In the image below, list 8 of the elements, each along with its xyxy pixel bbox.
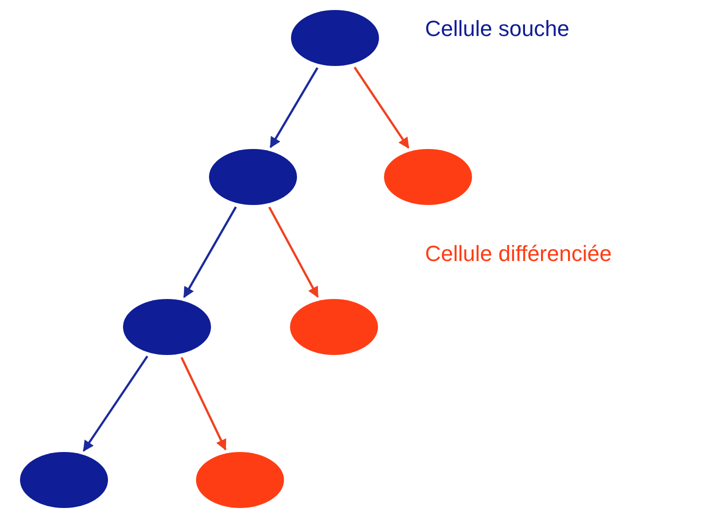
arrow bbox=[354, 66, 410, 149]
arrow bbox=[180, 357, 226, 450]
caption-text: Cellule différenciée bbox=[425, 241, 612, 267]
arrow bbox=[183, 206, 237, 298]
arrow bbox=[82, 356, 148, 452]
arrow bbox=[270, 67, 318, 148]
arrow bbox=[268, 206, 319, 298]
caption-text: Cellule souche bbox=[425, 16, 570, 42]
